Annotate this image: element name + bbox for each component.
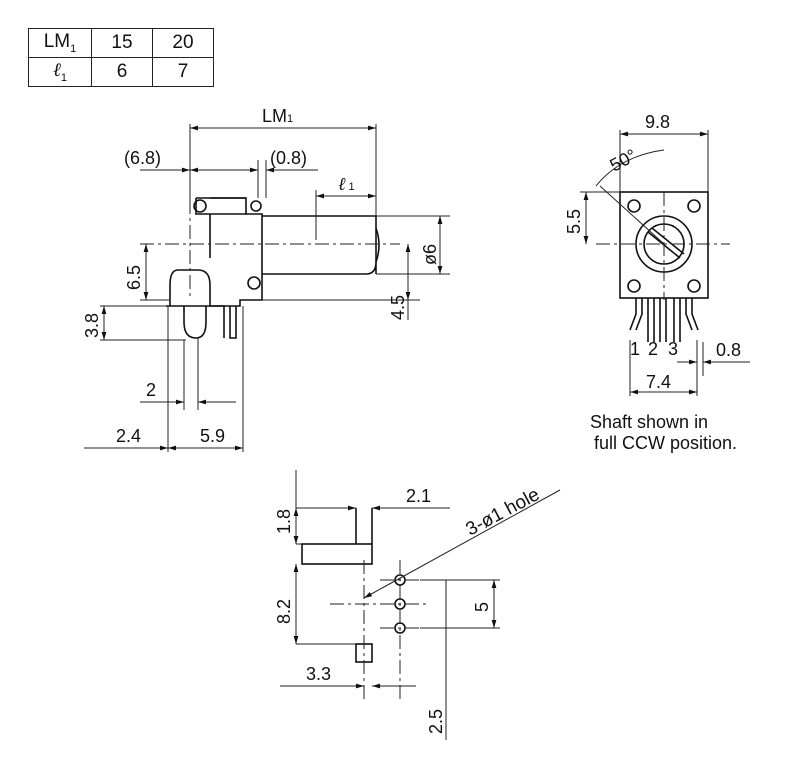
dim-4-5-label: 4.5 [388,295,408,320]
dim-0-8-label: (0.8) [270,148,307,168]
table-cell: 6 [91,57,153,87]
pin-label: 3 [668,339,678,359]
dim-7-4-label: 7.4 [646,372,671,392]
hole-label: 3-ø1 hole [462,484,543,540]
table-row: ℓ1 6 7 [28,57,214,87]
mounting-hole [627,279,641,293]
dimension-table: LM1 15 20 ℓ1 6 7 [28,28,214,87]
table-cell-l1: ℓ1 [28,57,92,87]
shaft-note: Shaft shown in full CCW position. [590,412,737,454]
shaft-slot [647,227,685,259]
mounting-pad [301,543,373,565]
terminal [629,298,643,331]
dim-2-5-label: 2.5 [426,709,446,734]
dim-9-8-label: 9.8 [645,112,670,132]
note-line: full CCW position. [594,433,738,453]
body-outline [166,197,263,307]
table-cell: 7 [152,57,214,87]
table-row: LM1 15 20 [28,28,214,58]
dim-5-9-label: 5.9 [200,426,225,446]
front-view: 9.8 50° 5.5 1 2 3 0.8 7.4 [564,112,750,396]
note-line: Shaft shown in [590,412,709,432]
pcb-layout: 1.8 2.1 3-ø1 hole 8.2 5 3.3 2.5 [274,470,561,740]
mounting-hole [687,199,701,213]
shaft [262,215,377,275]
dim-8-2-label: 8.2 [274,599,294,624]
dim-dia-6-label: ø6 [420,244,440,265]
mounting-hole [627,199,641,213]
dim-2-label: 2 [146,380,156,400]
dim-2-4-label: 2.4 [116,426,141,446]
dim-1-8-label: 1.8 [274,509,294,534]
dim-3-3-label: 3.3 [306,664,331,684]
terminal [170,305,225,339]
pin-label: 2 [648,339,658,359]
dim-2-1-label: 2.1 [406,486,431,506]
mounting-hole [687,279,701,293]
terminal [229,306,237,339]
dim-5-5-label: 5.5 [564,209,584,234]
angle-arc [595,149,665,187]
dim-lm1-label: LM1 [262,106,293,126]
rivet [250,200,262,212]
terminal-pins [647,298,681,342]
hole-leader [363,489,561,599]
table-cell: 15 [91,28,153,58]
bracket [195,197,246,258]
shaft-tip [375,227,380,263]
dim-3-8-label: 3.8 [82,313,102,338]
table-cell-lm1: LM1 [28,28,92,58]
dim-0-8-label: 0.8 [716,340,741,360]
table-cell: 20 [152,28,214,58]
rivet [247,276,261,290]
dim-5-label: 5 [472,602,492,612]
dim-6-8-label: (6.8) [124,148,161,168]
terminal [685,298,699,331]
rivet [193,199,207,213]
pin-label: 1 [630,339,640,359]
dim-6-5-label: 6.5 [124,265,144,290]
